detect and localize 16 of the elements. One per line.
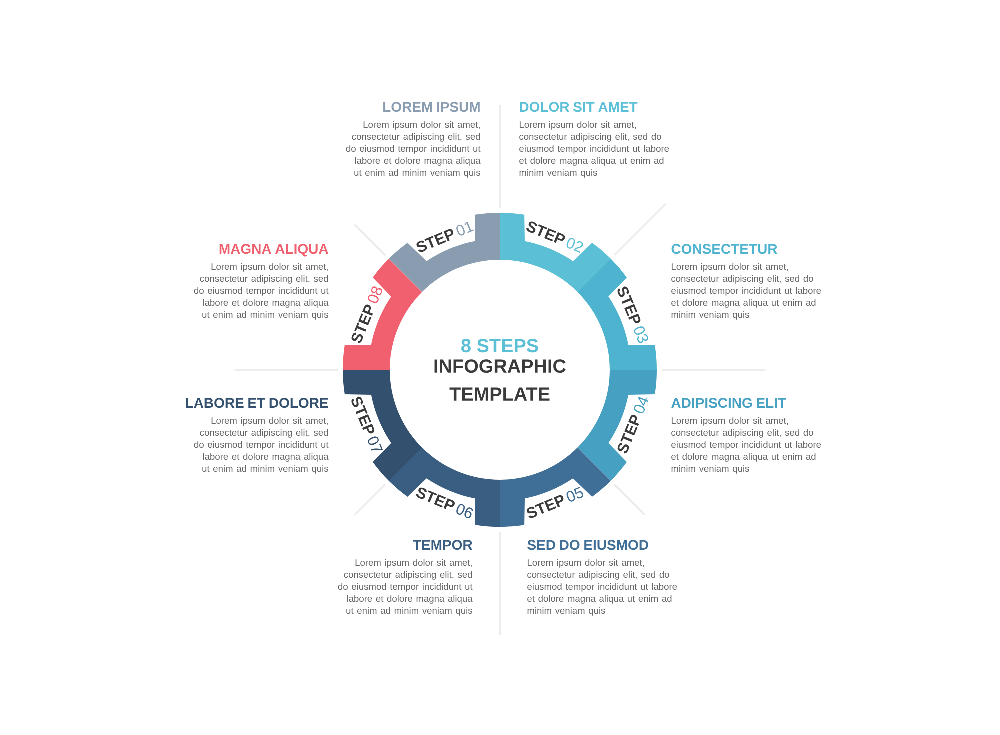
step-description: LABORE ET DOLORE Lorem ipsum dolor sit amet, consectetur adipiscing elit, sed do eiusmod tempor incididunt ut labore et dolore magna aliqua ut enim ad minim veniam quis: [186, 398, 329, 474]
step-segment: STEP 04: [578, 370, 658, 482]
step-description: DOLOR SIT AMET Lorem ipsum dolor sit amet, consectetur adipiscing elit, sed do eiusmod tempor incididunt ut labore et dolore magna aliqua ut enim ad minim veniam quis: [520, 102, 670, 178]
step-segment: STEP 03: [578, 258, 657, 370]
step-description: TEMPOR Lorem ipsum dolor sit amet, consectetur adipiscing elit, sed do eiusmod tempor incididunt ut labore et dolore magna aliqua ut enim ad minim veniam quis: [338, 540, 473, 616]
step-segment: STEP 06: [389, 448, 500, 527]
step-description: MAGNA ALIQUA Lorem ipsum dolor sit amet, consectetur adipiscing elit, sed do eiusmod tempor incididunt ut labore et dolore magna aliqua ut enim ad minim veniam quis: [194, 244, 329, 320]
step-segment: STEP 05: [500, 448, 612, 527]
step-description: CONSECTETUR Lorem ipsum dolor sit amet, consectetur adipiscing elit, sed do eiusmod tempor incididunt ut labore et dolore magna aliqua ut enim ad minim veniam quis: [672, 244, 822, 320]
step-segment: STEP 02: [500, 213, 612, 292]
step-segment: STEP 08: [343, 258, 422, 370]
step-description: SED DO EIUSMOD Lorem ipsum dolor sit amet, consectetur adipiscing elit, sed do eiusmod tempor incididunt ut labore et dolore magna aliqua ut enim ad minim veniam quis: [528, 540, 678, 616]
step-segment: STEP 07: [343, 370, 422, 481]
step-description: LOREM IPSUM Lorem ipsum dolor sit amet, consectetur adipiscing elit, sed do eiusmod tempor incididunt ut labore et dolore magna aliqua ut enim ad minim veniam quis: [346, 102, 481, 178]
step-description: ADIPISCING ELIT Lorem ipsum dolor sit amet, consectetur adipiscing elit, sed do eiusmod tempor incididunt ut labore et dolore magna aliqua ut enim ad minim veniam quis: [672, 398, 822, 474]
step-segment: STEP 01: [389, 213, 500, 292]
